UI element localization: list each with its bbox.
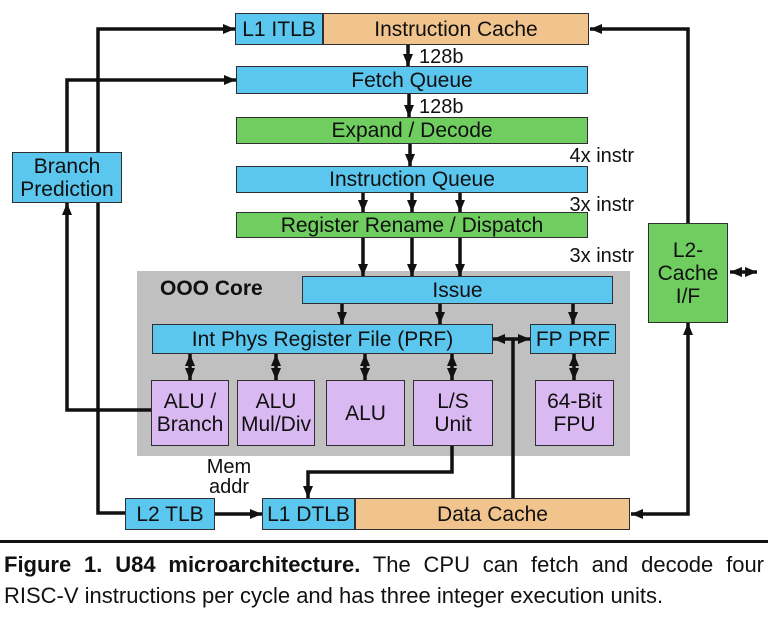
fp-prf-label: FP PRF — [535, 327, 611, 351]
l2-tlb-label: L2 TLB — [136, 502, 204, 526]
dispatch-width-label-1: 3x instr — [569, 194, 634, 216]
fetch-queue-label: Fetch Queue — [351, 68, 473, 92]
l2-cache-if-line3: I/F — [675, 284, 701, 308]
arrow-l2tlb-to-l1itlb — [96, 24, 235, 515]
caption-line1-rest: The CPU can fetch and decode four — [372, 552, 764, 577]
expand-decode-label: Expand / Decode — [331, 119, 493, 142]
ooo-core-title: OOO Core — [160, 277, 263, 300]
caption-rule — [0, 540, 768, 543]
box-ls-unit: L/S Unit — [413, 380, 493, 446]
data-cache-label: Data Cache — [437, 502, 548, 526]
box-l1-dtlb: L1 DTLB — [262, 498, 355, 530]
decode-width-label: 4x instr — [569, 145, 634, 167]
mem-addr-line2: addr — [208, 476, 250, 498]
caption-title: Figure 1. U84 microarchitecture. — [4, 552, 361, 577]
issue-label: Issue — [432, 278, 483, 302]
dispatch-width-label-2: 3x instr — [569, 245, 634, 267]
l2-cache-if-line2: Cache — [657, 261, 719, 285]
alu-muldiv-line2: Mul/Div — [240, 413, 311, 436]
box-issue: Issue — [302, 276, 613, 304]
arrow-branch-pred-to-fetch-queue — [65, 75, 236, 152]
alu-branch-line1: ALU / — [163, 390, 217, 413]
branch-prediction-line2: Prediction — [20, 177, 114, 201]
alu-branch-line2: Branch — [156, 413, 224, 436]
box-fetch-queue: Fetch Queue — [236, 66, 588, 94]
figure-caption: Figure 1. U84 microarchitecture. The CPU… — [0, 549, 768, 611]
box-int-prf: Int Phys Register File (PRF) — [152, 324, 493, 354]
box-l1-itlb: L1 ITLB — [235, 13, 323, 45]
box-l2-cache-if: L2- Cache I/F — [648, 223, 728, 323]
box-expand-decode: Expand / Decode — [236, 117, 588, 144]
int-prf-label: Int Phys Register File (PRF) — [191, 327, 454, 351]
arrow-l2if-data-cache — [631, 323, 693, 519]
branch-prediction-line1: Branch — [33, 154, 101, 178]
mem-addr-label: Mem addr — [196, 457, 262, 497]
box-instruction-queue: Instruction Queue — [236, 166, 588, 193]
box-fpu: 64-Bit FPU — [535, 380, 614, 446]
alu-muldiv-line1: ALU — [255, 390, 297, 413]
bus-width-label-2: 128b — [419, 96, 464, 118]
register-rename-label: Register Rename / Dispatch — [280, 213, 544, 237]
fpu-line2: FPU — [553, 413, 596, 436]
box-fp-prf: FP PRF — [530, 324, 616, 354]
caption-line-2: RISC-V instructions per cycle and has th… — [4, 583, 664, 608]
arrow-alu-branch-to-branch-pred — [62, 203, 151, 412]
ls-unit-line2: Unit — [434, 413, 472, 436]
l1-dtlb-label: L1 DTLB — [267, 502, 350, 526]
box-register-rename: Register Rename / Dispatch — [236, 212, 588, 238]
alu-label: ALU — [345, 401, 386, 425]
arrow-ls-unit-to-l1dtlb — [303, 446, 454, 498]
instruction-queue-label: Instruction Queue — [329, 168, 495, 191]
fpu-line1: 64-Bit — [547, 390, 602, 413]
ls-unit-line1: L/S — [437, 390, 469, 413]
l2-cache-if-line1: L2- — [672, 238, 704, 262]
box-l2-tlb: L2 TLB — [125, 498, 215, 530]
mem-addr-line1: Mem — [206, 456, 252, 478]
arrow-l2if-to-icache — [590, 24, 690, 223]
box-data-cache: Data Cache — [355, 498, 630, 530]
box-alu-muldiv: ALU Mul/Div — [237, 380, 315, 446]
bus-width-label-1: 128b — [419, 46, 464, 68]
instruction-cache-label: Instruction Cache — [374, 17, 538, 41]
l1-itlb-label: L1 ITLB — [242, 17, 316, 41]
box-alu-branch: ALU / Branch — [151, 380, 229, 446]
caption-line-1: Figure 1. U84 microarchitecture. The CPU… — [4, 549, 764, 580]
box-alu: ALU — [326, 380, 405, 446]
box-branch-prediction: Branch Prediction — [12, 152, 122, 203]
box-instruction-cache: Instruction Cache — [323, 13, 589, 45]
